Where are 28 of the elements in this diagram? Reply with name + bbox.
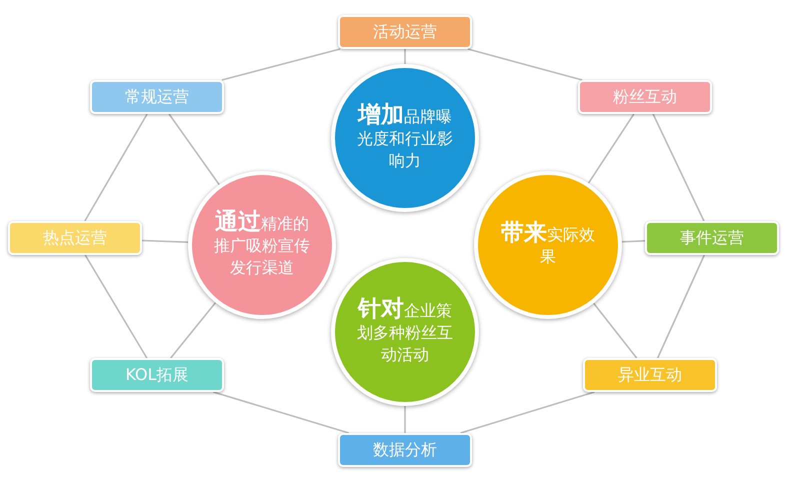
topic-box: 数据分析 [338,433,472,467]
topic-box: KOL拓展 [90,358,224,392]
topic-box: 异业互动 [583,358,717,392]
connector-line [593,302,638,358]
connector-line [222,48,340,81]
circle-text: 带来实际效果 [500,222,596,268]
circle-text: 针对企业策划多种粉丝互动活动 [356,298,454,366]
connector-line [404,49,406,64]
connector-line [652,114,705,222]
circle-text: 增加品牌曝光度和行业影响力 [356,104,454,172]
connector-line [404,406,406,433]
connector-line [84,114,148,222]
connector-line [622,240,646,243]
connector-line [656,254,706,358]
topic-box: 事件运营 [645,221,779,255]
topic-box: 活动运营 [338,15,472,49]
connector-line [468,48,582,81]
connector-line [212,391,350,434]
topic-box: 热点运营 [8,221,142,255]
connector-line [142,240,188,244]
connector-line [84,254,148,358]
topic-box: 粉丝互动 [578,80,712,114]
connector-line [588,114,635,184]
connector-line [460,391,595,434]
circle-text: 通过精准的推广吸粉宣传发行渠道 [213,211,311,279]
connector-line [168,114,220,186]
connector-line [170,302,216,358]
topic-box: 常规运营 [90,80,224,114]
